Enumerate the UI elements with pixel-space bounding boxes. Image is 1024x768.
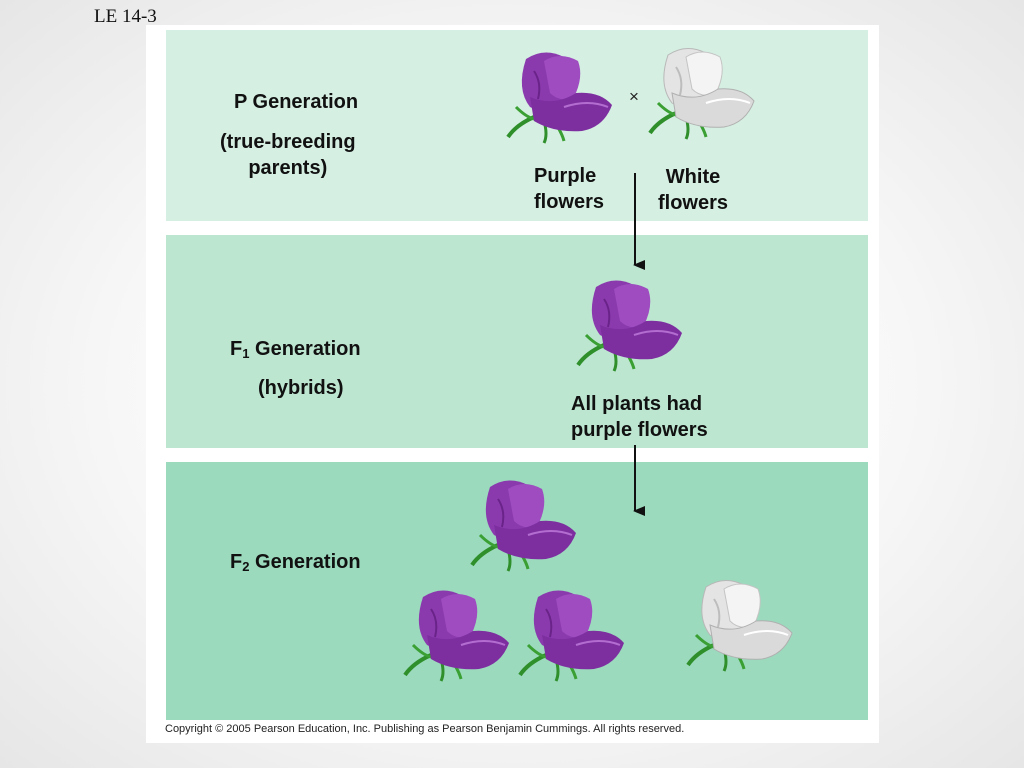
- f1-generation-title: F1 Generation: [230, 338, 361, 361]
- p-generation-subtitle: (true-breeding parents): [220, 131, 356, 179]
- cross-symbol: ×: [629, 87, 639, 106]
- generation-arrows: [633, 173, 645, 516]
- mendel-cross-figure: P Generation (true-breeding parents) × P…: [146, 25, 879, 743]
- f1-result-label: All plants had purple flowers: [571, 393, 708, 441]
- p-generation-title: P Generation: [234, 91, 359, 113]
- f1-generation-subtitle: (hybrids): [258, 377, 344, 399]
- f1-generation-panel: [166, 235, 868, 448]
- slide-label: LE 14-3: [94, 6, 157, 27]
- purple-flowers-label: Purple flowers: [534, 165, 605, 213]
- copyright-notice: Copyright © 2005 Pearson Education, Inc.…: [165, 723, 685, 735]
- f2-generation-title: F2 Generation: [230, 551, 361, 574]
- white-flowers-label: White flowers: [658, 166, 729, 214]
